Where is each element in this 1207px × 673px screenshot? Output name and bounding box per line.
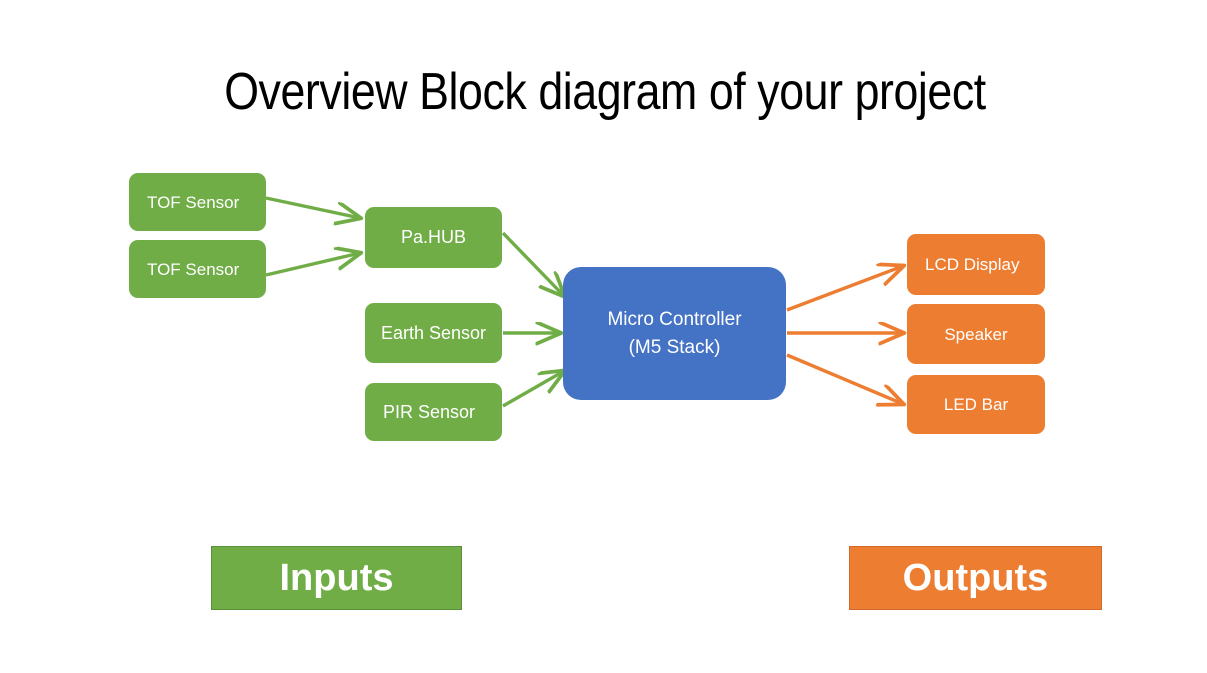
arrow-mcu-to-lcd [786,266,903,312]
block-label-line1: Micro Controller [607,308,742,330]
block-tof-sensor-2[interactable]: TOF Sensor [129,240,266,298]
arrow-tof1-to-pahub [265,196,360,218]
block-label: TOF Sensor [147,259,240,279]
block-label: Earth Sensor [380,322,487,343]
block-tof-sensor-1[interactable]: TOF Sensor [129,173,266,231]
arrow-pir-to-mcu [502,371,564,408]
block-micro-controller[interactable]: Micro Controller (M5 Stack) [563,267,786,400]
block-lcd-display[interactable]: LCD Display [907,234,1045,295]
block-label: Micro Controller (M5 Stack) [563,306,786,362]
block-label: LCD Display [925,255,1020,274]
legend-inputs[interactable]: Inputs [211,546,462,610]
block-label-line2: (M5 Stack) [628,336,721,358]
arrow-mcu-to-ledbar [786,353,903,404]
block-pa-hub[interactable]: Pa.HUB [365,207,502,268]
block-label: Pa.HUB [400,227,467,247]
block-earth-sensor[interactable]: Earth Sensor [365,303,502,363]
block-speaker[interactable]: Speaker [907,304,1045,364]
block-label: Speaker [944,324,1008,344]
page-title: Overview Block diagram of your project [224,63,986,121]
block-label: TOF Sensor [147,192,240,212]
block-led-bar[interactable]: LED Bar [907,375,1045,434]
legend-outputs-label: Outputs [902,556,1049,599]
block-label: LED Bar [943,395,1009,414]
legend-inputs-label: Inputs [279,556,394,599]
arrow-tof2-to-pahub [265,253,360,277]
block-label: PIR Sensor [383,401,476,422]
legend-outputs[interactable]: Outputs [849,546,1102,610]
arrow-pahub-to-mcu [501,231,564,296]
block-pir-sensor[interactable]: PIR Sensor [365,383,502,441]
